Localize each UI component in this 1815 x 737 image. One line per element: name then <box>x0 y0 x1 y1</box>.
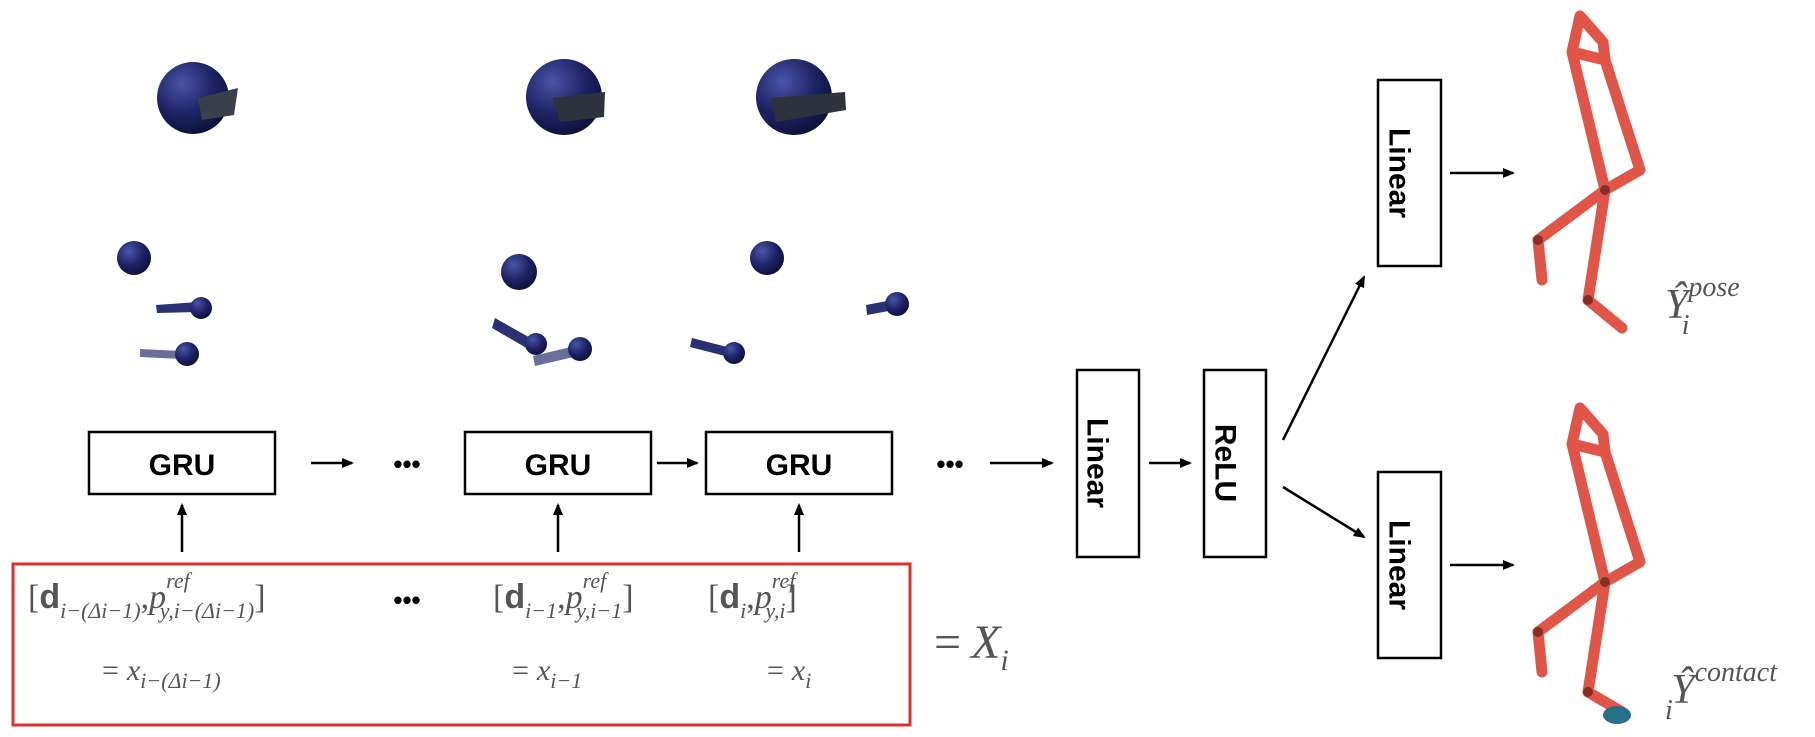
joint <box>1600 185 1610 195</box>
arrow-relu-linear-bottom <box>1282 485 1366 539</box>
foot-sensor-sphere <box>175 342 199 366</box>
joint <box>1583 295 1593 305</box>
hand-sensor-sphere <box>525 333 547 355</box>
forearm-stub <box>492 318 534 350</box>
forearm-stub <box>533 346 578 366</box>
joint <box>1533 627 1543 637</box>
head-sensor-visor <box>552 92 605 122</box>
ellipsis-input: ••• <box>393 585 420 615</box>
forearm-stub <box>140 349 182 359</box>
wrist-sensor-sphere <box>750 241 784 275</box>
gru-box-3: GRU <box>704 430 894 496</box>
linear-box-center: Linear <box>1075 368 1141 559</box>
gru-box-2: GRU <box>463 430 653 496</box>
head-sensor-visor <box>770 92 846 122</box>
input-window-frame <box>11 562 912 727</box>
relu-box: ReLU <box>1202 368 1268 559</box>
input-group-equation: =Xi <box>934 616 1009 677</box>
linear-label: Linear <box>1081 418 1114 508</box>
hand-sensor-sphere <box>190 297 212 319</box>
sensor-frame-1 <box>117 62 238 366</box>
joint <box>1583 687 1593 697</box>
forearm-stub <box>690 338 731 357</box>
linear-box-top: Linear <box>1376 78 1443 268</box>
joint <box>1600 577 1610 587</box>
head-sensor-visor <box>198 88 238 120</box>
foot-sensor-sphere <box>568 337 592 361</box>
gru-label: GRU <box>766 449 833 482</box>
forearm-stub <box>156 302 198 313</box>
pose-skeleton <box>1532 10 1646 334</box>
relu-label: ReLU <box>1209 424 1242 502</box>
wrist-sensor-sphere <box>501 254 537 290</box>
ellipsis-1: ••• <box>393 449 420 479</box>
svg-text:=xi: =xi <box>767 654 811 693</box>
joint <box>1533 235 1543 245</box>
contact-foot-marker <box>1603 706 1631 724</box>
linear-box-bottom: Linear <box>1376 470 1443 660</box>
linear-label: Linear <box>1383 520 1416 610</box>
gru-label: GRU <box>525 449 592 482</box>
foot-sensor-sphere <box>885 292 909 316</box>
contact-skeleton <box>1532 402 1646 724</box>
ellipsis-2: ••• <box>936 449 963 479</box>
sensor-frame-3 <box>690 59 909 364</box>
svg-text:=Xi: =Xi <box>934 616 1009 677</box>
gru-label: GRU <box>149 449 216 482</box>
wrist-sensor-sphere <box>117 241 151 275</box>
svg-text:=xi−(Δi−1): =xi−(Δi−1) <box>102 654 221 693</box>
svg-text:=xi−1: =xi−1 <box>512 654 582 693</box>
gru-box-1: GRU <box>87 430 277 496</box>
linear-label: Linear <box>1383 128 1416 218</box>
sensor-frame-2 <box>492 59 605 366</box>
hand-sensor-sphere <box>723 342 745 364</box>
arrow-relu-linear-top <box>1281 275 1366 441</box>
